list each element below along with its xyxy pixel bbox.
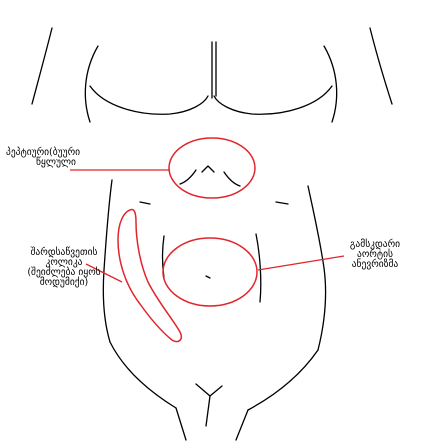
ureteric-colic-label-line3: (შეიძლება იყოს bbox=[27, 267, 101, 278]
right-waist bbox=[247, 349, 319, 411]
groin-v bbox=[195, 383, 223, 397]
right-rib-mark bbox=[275, 201, 289, 205]
pointer-lines bbox=[70, 169, 345, 283]
aortic-aneurysm-label-line2: აორტის bbox=[357, 249, 393, 260]
aneurysm-region-ellipse bbox=[162, 237, 258, 307]
right-leg-line bbox=[235, 409, 249, 441]
colic-pointer bbox=[85, 263, 123, 283]
ureteric-colic-label: შარდსაწვეთის კოლიკა (შეიძლება იყოს მოდუმ… bbox=[6, 248, 122, 288]
groin-center bbox=[205, 395, 211, 427]
left-flank bbox=[102, 179, 113, 343]
right-arm-curve bbox=[323, 45, 338, 123]
left-pectoral bbox=[89, 85, 209, 115]
ulcer-region-ellipse bbox=[168, 137, 256, 199]
right-shoulder-line bbox=[369, 27, 393, 105]
navel bbox=[205, 275, 211, 279]
aortic-aneurysm-label: გამსკდარი აორტის ანევრიზმა bbox=[332, 240, 418, 270]
colic-region-shape bbox=[117, 208, 183, 343]
ureteric-colic-label-line1: შარდსაწვეთის bbox=[30, 247, 98, 258]
left-rib-mark bbox=[139, 201, 151, 205]
torso-outline bbox=[31, 27, 393, 441]
rib-arch-right bbox=[223, 171, 241, 187]
ureteric-colic-label-line4: მოდუმიქი) bbox=[39, 277, 89, 288]
rib-arch-left bbox=[179, 169, 197, 185]
peptic-ulcer-label-line1: პეპტიური(ბუური bbox=[6, 147, 81, 158]
left-waist bbox=[109, 341, 177, 409]
right-flank bbox=[307, 185, 327, 351]
peptic-ulcer-label: პეპტიური(ბუური წყლული bbox=[6, 148, 122, 168]
right-abdominal-line bbox=[255, 233, 262, 303]
right-pectoral bbox=[213, 85, 333, 115]
xiphoid-mark bbox=[201, 165, 215, 173]
left-shoulder-line bbox=[31, 27, 53, 105]
highlight-regions bbox=[117, 137, 258, 343]
aneurysm-pointer bbox=[257, 255, 345, 271]
left-arm-curve bbox=[84, 45, 99, 123]
aortic-aneurysm-label-line3: ანევრიზმა bbox=[351, 259, 399, 270]
peptic-ulcer-label-line2: წყლული bbox=[36, 157, 76, 168]
aortic-aneurysm-label-line1: გამსკდარი bbox=[349, 239, 401, 250]
ureteric-colic-label-line2: კოლიკა bbox=[45, 257, 83, 268]
left-leg-line bbox=[175, 407, 187, 441]
